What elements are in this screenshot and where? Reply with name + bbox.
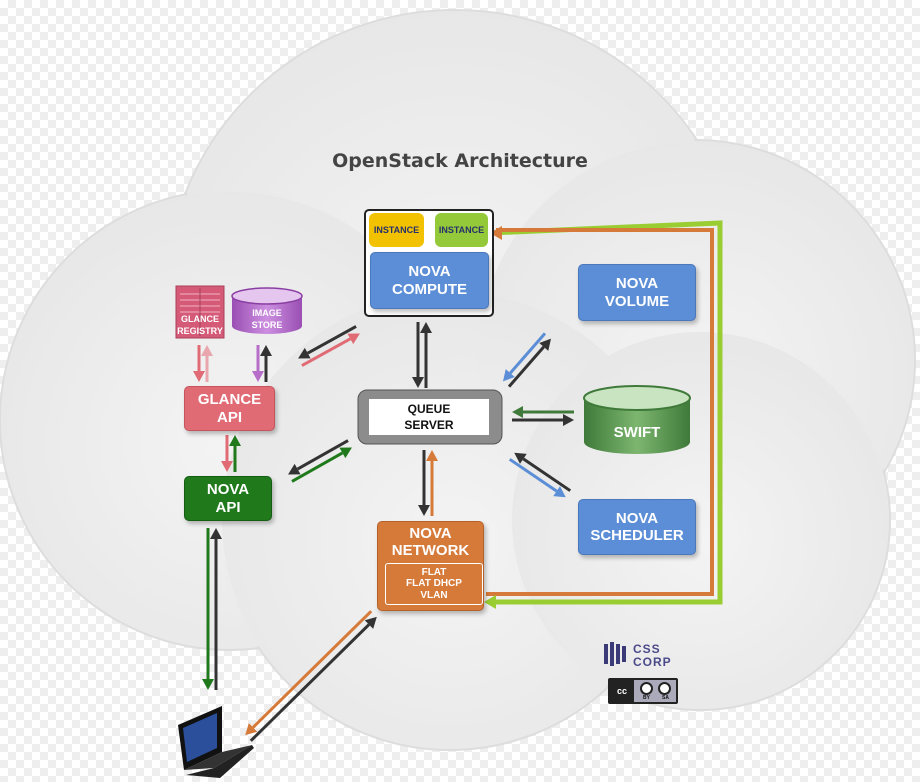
nova-compute-box: NOVA COMPUTE <box>370 252 489 309</box>
image-store-cylinder <box>231 287 303 334</box>
arrow-head <box>252 371 264 382</box>
arrow-head <box>539 338 552 351</box>
arrow-shaft <box>291 451 344 483</box>
instance-2: INSTANCE <box>435 213 488 247</box>
arrow-head <box>412 377 424 388</box>
nova-network-box: NOVA NETWORK <box>377 521 484 611</box>
css-corp-logo <box>604 642 626 666</box>
arrow-head <box>298 347 311 359</box>
arrow-head <box>502 369 515 382</box>
swift-cylinder <box>583 385 691 454</box>
arrow-head <box>339 447 352 459</box>
arrow-head <box>201 345 213 356</box>
arrow-head <box>245 723 258 736</box>
arrow-head <box>193 371 205 382</box>
glance-registry-icon <box>175 285 225 339</box>
sa-icon <box>658 682 671 695</box>
network-modes-box: FLAT FLAT DHCP VLAN <box>385 563 483 605</box>
network-mode-vlan: VLAN <box>420 589 448 601</box>
nova-network-label-line2: NETWORK <box>391 542 470 560</box>
nova-compute-label-line1: NOVA <box>408 263 451 281</box>
cc-icon: cc <box>610 680 634 702</box>
glance-api-box: GLANCE API <box>184 386 275 431</box>
arrow-head <box>563 414 574 426</box>
arrow-shaft <box>508 458 558 493</box>
arrow-head <box>221 461 233 472</box>
arrow-head <box>210 528 222 539</box>
glance-api-label-line1: GLANCE <box>197 391 262 409</box>
arrow-head <box>288 463 301 475</box>
nova-api-label-line2: API <box>215 498 241 516</box>
nova-volume-label-line1: NOVA <box>615 275 659 293</box>
swift-label: SWIFT <box>613 424 661 441</box>
nova-api-box: NOVA API <box>184 476 272 521</box>
arrow-head <box>426 450 438 461</box>
queue-server-label-line2: SERVER <box>404 418 454 432</box>
arrow-shaft <box>507 345 545 388</box>
network-compute-loop <box>484 220 723 609</box>
arrow-head <box>202 679 214 690</box>
arrow-head <box>512 406 523 418</box>
nova-network-label-line1: NOVA <box>409 525 452 542</box>
laptop-icon <box>178 706 254 778</box>
css-corp-wordmark-line2: CORP <box>633 654 672 669</box>
arrow-head <box>420 322 432 333</box>
arrow-head <box>514 452 527 464</box>
arrow-shaft <box>251 610 373 729</box>
nova-api-label-line1: NOVA <box>206 481 250 499</box>
image-store-label-line1: IMAGE <box>252 308 282 318</box>
nova-compute-label-line2: COMPUTE <box>392 280 467 298</box>
network-mode-flat-dhcp: FLAT DHCP <box>406 578 462 590</box>
queue-server-box: QUEUE SERVER <box>369 399 489 435</box>
glance-registry-label-line1: GLANCE <box>181 314 219 324</box>
arrow-shaft <box>296 439 349 471</box>
queue-server-label-line1: QUEUE <box>407 401 451 416</box>
instance-1: INSTANCE <box>369 213 424 247</box>
arrow-head <box>553 486 566 498</box>
arrow-head <box>347 333 360 345</box>
arrow-shaft <box>522 457 572 492</box>
nova-scheduler-label-line1: NOVA <box>615 509 659 527</box>
nova-scheduler-label-line2: SCHEDULER <box>590 527 684 544</box>
glance-registry-label: GLANCE REGISTRY <box>172 314 228 337</box>
arrow-shaft <box>249 623 371 742</box>
nova-volume-box: NOVA VOLUME <box>578 264 696 321</box>
arrow-shaft <box>306 325 357 355</box>
diagram-title: OpenStack Architecture <box>332 150 588 172</box>
arrow-shaft <box>301 337 352 367</box>
css-corp-wordmark: CSS CORP <box>633 643 672 668</box>
connector-arrows <box>193 322 574 742</box>
sa-label: SA <box>662 695 669 701</box>
cc-by-sa-badge: cc BY SA <box>608 678 678 704</box>
nova-volume-label-line2: VOLUME <box>604 292 670 310</box>
network-mode-flat: FLAT <box>421 566 447 578</box>
image-store-label: IMAGE STORE <box>236 308 298 331</box>
by-label: BY <box>643 695 650 701</box>
glance-api-label-line2: API <box>216 408 242 426</box>
arrow-head <box>260 345 272 356</box>
arrow-shaft <box>509 332 547 375</box>
css-corp-wordmark-line1: CSS <box>633 642 661 656</box>
arrow-head <box>364 616 377 629</box>
arrow-head <box>418 505 430 516</box>
by-icon <box>640 682 653 695</box>
nova-scheduler-box: NOVA SCHEDULER <box>578 499 696 555</box>
arrow-head <box>229 435 241 446</box>
glance-registry-label-line2: REGISTRY <box>177 325 223 336</box>
image-store-label-line2: STORE <box>251 319 283 330</box>
